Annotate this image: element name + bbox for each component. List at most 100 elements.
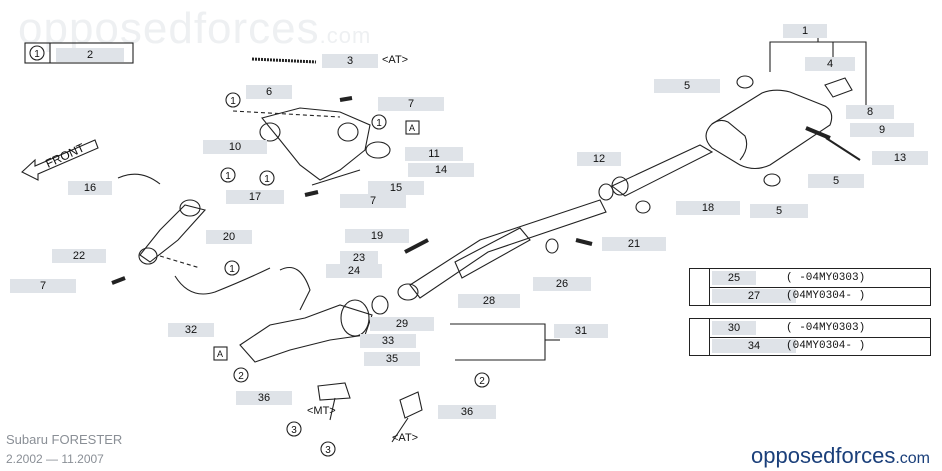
- callout-10: 10: [203, 140, 267, 154]
- sensor-32-wire: [174, 267, 271, 295]
- rear-pipe: [610, 144, 714, 197]
- bolt-7-mid: [304, 190, 319, 197]
- circled-1-b: 1: [376, 118, 382, 129]
- legend-top-marker: 1: [34, 49, 40, 60]
- callout-20: 20: [206, 230, 252, 244]
- callout-11: 11: [405, 147, 463, 161]
- callout-5-top: 5: [654, 79, 720, 93]
- gasket-11: [365, 141, 391, 159]
- bolt-7-left: [111, 276, 126, 285]
- callout-1: 1: [783, 24, 827, 38]
- bolt-19: [404, 238, 429, 254]
- sensor-16-wire: [117, 173, 161, 185]
- callout-19: 19: [345, 229, 409, 243]
- circled-1-d: 1: [264, 174, 270, 185]
- circled-3-b: 3: [325, 445, 331, 456]
- callout-7-left: 7: [10, 279, 76, 293]
- brand-logo[interactable]: opposedforces.com: [751, 443, 930, 468]
- callout-18: 18: [676, 201, 740, 215]
- legend-3-ref-30: 30: [712, 321, 756, 335]
- legend-3-ref-34: 34: [712, 339, 796, 353]
- bracket-1: [769, 41, 867, 110]
- callout-9: 9: [850, 123, 914, 137]
- callout-31: 31: [554, 324, 608, 338]
- nut-18: [635, 200, 651, 214]
- bolt-7-top: [339, 96, 353, 102]
- center-pipe: [409, 199, 607, 299]
- callout-29: 29: [370, 317, 434, 331]
- callout-7-top: 7: [378, 97, 444, 111]
- circled-3-a: 3: [291, 425, 297, 436]
- hanger-26: [545, 238, 559, 254]
- callout-14: 14: [408, 163, 474, 177]
- variant-at-bottom: <AT>: [392, 432, 418, 444]
- flange-rear: [611, 176, 629, 196]
- circled-1-e: 1: [229, 264, 235, 275]
- callout-4: 4: [805, 57, 855, 71]
- muffler: [705, 89, 833, 170]
- callout-17: 17: [226, 190, 284, 204]
- legend-2-ref-27: 27: [712, 289, 796, 303]
- front-label: FRONT: [43, 140, 87, 170]
- callout-12: 12: [577, 152, 621, 166]
- callout-26: 26: [533, 277, 591, 291]
- variant-mt: <MT>: [307, 405, 336, 417]
- callout-8: 8: [846, 105, 894, 119]
- legend-3: 30 ( -04MY0303) 34 (04MY0304- ): [689, 318, 931, 356]
- callout-16: 16: [68, 181, 112, 195]
- gasket-29: [371, 295, 389, 315]
- legend-2-ref-25: 25: [712, 271, 756, 285]
- legend-2-code-25: ( -04MY0303): [786, 272, 866, 284]
- callout-24: 24: [326, 264, 382, 278]
- front-arrow: [21, 139, 99, 181]
- hanger-5-top: [736, 75, 754, 89]
- catalyst-inlet: [340, 299, 370, 337]
- marker-a-bottom: A: [217, 349, 223, 359]
- watermark: opposedforces.com: [18, 4, 372, 53]
- callout-33: 33: [360, 334, 416, 348]
- exhaust-manifold: [261, 107, 371, 181]
- tailpipe-tip: [824, 77, 853, 98]
- marker-a-top: A: [409, 123, 415, 133]
- circled-1-a: 1: [230, 96, 236, 107]
- callout-22: 22: [52, 249, 106, 263]
- at-bracket: [399, 391, 423, 419]
- footer-model: Subaru FORESTER: [6, 432, 123, 447]
- front-exhaust-pipe: [139, 204, 207, 263]
- bolt-9: [805, 126, 831, 140]
- footer-years: 2.2002 — 11.2007: [6, 452, 104, 466]
- legend-top-frame: [24, 42, 134, 64]
- mt-bracket: [317, 382, 351, 401]
- callout-3: 3: [322, 54, 378, 68]
- circled-2-b: 2: [479, 376, 485, 387]
- circled-2-a: 2: [238, 371, 244, 382]
- callout-15: 15: [368, 181, 424, 195]
- callout-32: 32: [168, 323, 214, 337]
- hanger-5-bottom: [763, 173, 781, 187]
- callout-13: 13: [872, 151, 928, 165]
- bolt-21: [575, 238, 593, 246]
- sensor-24-wire: [279, 266, 311, 311]
- gasket-12: [598, 183, 614, 201]
- legend-2-code-27: (04MY0304- ): [786, 290, 866, 302]
- part-13: [825, 137, 861, 161]
- callout-28: 28: [458, 294, 520, 308]
- legend-top-ref: 2: [56, 48, 124, 62]
- callout-6: 6: [246, 85, 292, 99]
- callout-5-bottom: 5: [750, 204, 808, 218]
- callout-35: 35: [364, 352, 420, 366]
- variant-at-top: <AT>: [382, 54, 408, 66]
- heat-shield-28: [454, 227, 531, 279]
- circled-1-c: 1: [225, 171, 231, 182]
- circle-marker-1: [29, 45, 45, 61]
- callout-21: 21: [602, 237, 666, 251]
- legend-3-code-34: (04MY0304- ): [786, 340, 866, 352]
- legend-2: 25 ( -04MY0303) 27 (04MY0304- ): [689, 268, 931, 306]
- callout-23: 23: [340, 251, 378, 265]
- callout-7-mid: 7: [340, 194, 406, 208]
- callout-5-right: 5: [808, 174, 864, 188]
- front-catalytic-converter: [239, 304, 373, 363]
- callout-36-left: 36: [236, 391, 292, 405]
